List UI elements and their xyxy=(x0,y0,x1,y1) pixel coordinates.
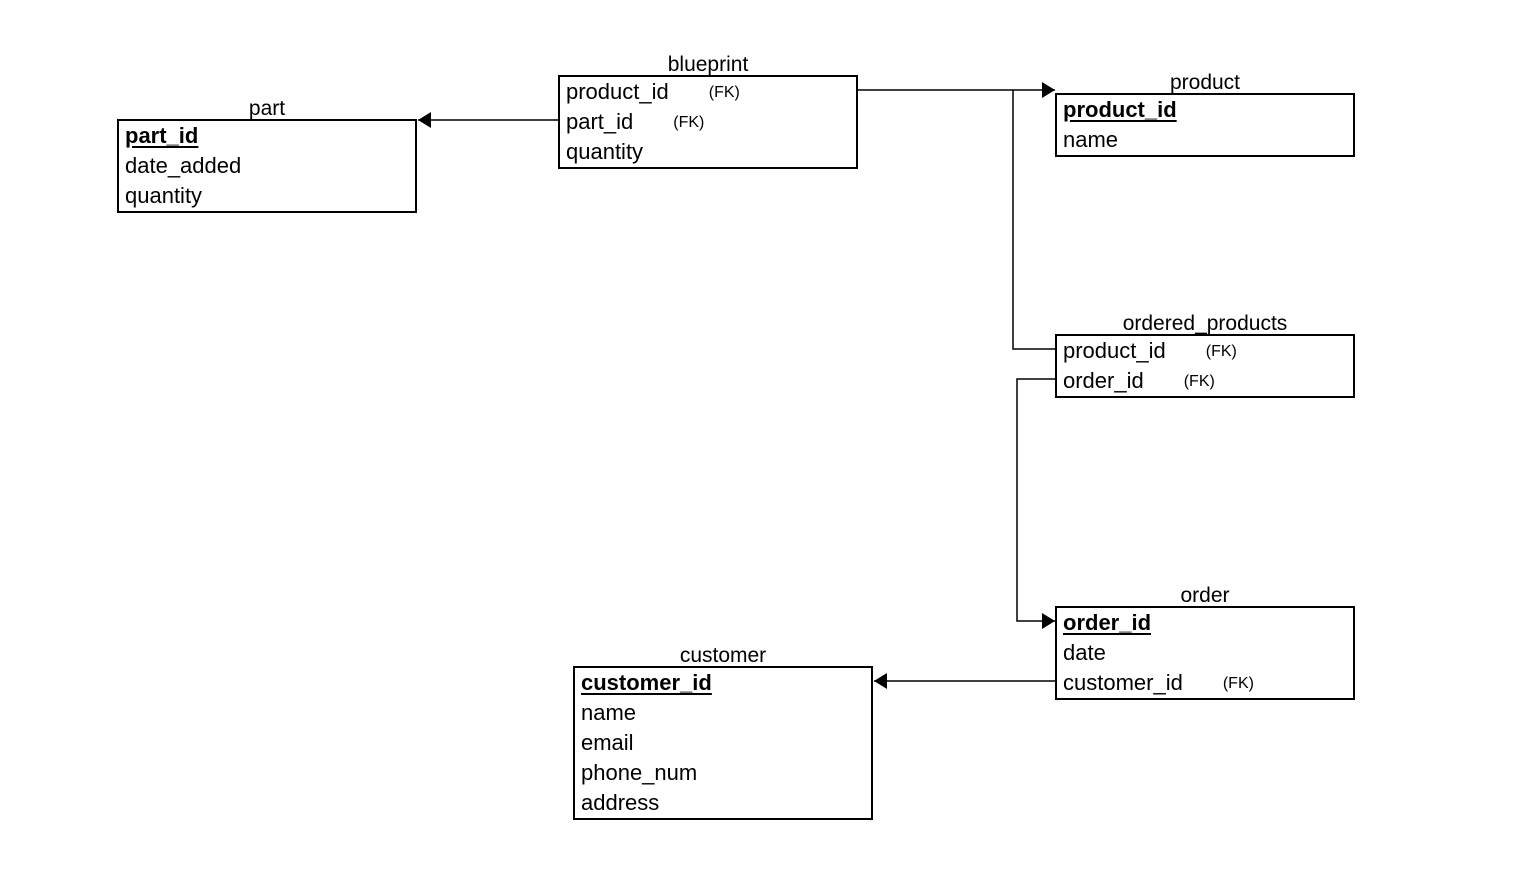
field-name: address xyxy=(581,790,660,815)
table-title-product: product xyxy=(1169,71,1241,94)
field-row-order-date: date xyxy=(1057,638,1353,668)
field-name: part_id xyxy=(566,109,634,134)
field-name: product_id xyxy=(1063,97,1177,122)
field-name: part_id xyxy=(125,123,199,148)
field-row-customer-name: name xyxy=(575,698,871,728)
foreign-key-tag: (FK) xyxy=(1205,343,1237,360)
foreign-key-tag: (FK) xyxy=(673,114,705,131)
table-title-customer: customer xyxy=(679,644,767,667)
field-row-ordered_products-product_id: product_id (FK) xyxy=(1057,336,1353,366)
table-ordered_products[interactable]: ordered_products product_id (FK) order_id (F… xyxy=(1055,313,1355,398)
field-name: name xyxy=(1063,127,1119,152)
field-name: date_added xyxy=(125,153,242,178)
relationship-ordered_products-order[interactable] xyxy=(1016,378,1055,629)
field-row-blueprint-product_id: product_id (FK) xyxy=(560,77,856,107)
field-row-blueprint-part_id: part_id (FK) xyxy=(560,107,856,137)
field-name: product_id xyxy=(1063,338,1166,363)
field-row-part-quantity: quantity xyxy=(119,181,415,211)
relationship-ordered_products-product[interactable] xyxy=(1012,90,1055,350)
table-part[interactable]: part part_id date_added quantity xyxy=(117,98,417,213)
table-title-ordered_products: ordered_products xyxy=(1122,312,1288,335)
field-name: email xyxy=(581,730,634,755)
field-row-ordered_products-order_id: order_id (FK) xyxy=(1057,366,1353,396)
field-name: customer_id xyxy=(1063,670,1183,695)
field-name: customer_id xyxy=(581,670,712,695)
field-name: quantity xyxy=(125,183,203,208)
table-title-order: order xyxy=(1180,584,1230,607)
field-row-customer-address: address xyxy=(575,788,871,818)
field-name: product_id xyxy=(566,79,669,104)
field-row-customer-customer_id: customer_id xyxy=(575,668,871,698)
field-row-product-name: name xyxy=(1057,125,1353,155)
field-row-customer-email: email xyxy=(575,728,871,758)
field-name: quantity xyxy=(566,139,644,164)
table-title-blueprint: blueprint xyxy=(667,53,749,76)
field-row-product-product_id: product_id xyxy=(1057,95,1353,125)
field-name: name xyxy=(581,700,637,725)
field-row-order-order_id: order_id xyxy=(1057,608,1353,638)
field-row-blueprint-quantity: quantity xyxy=(560,137,856,167)
foreign-key-tag: (FK) xyxy=(1222,675,1254,692)
field-row-order-customer_id: customer_id (FK) xyxy=(1057,668,1353,698)
field-name: order_id xyxy=(1063,610,1152,635)
field-row-part-date_added: date_added xyxy=(119,151,415,181)
table-title-part: part xyxy=(248,97,286,120)
field-name: order_id xyxy=(1063,368,1144,393)
field-name: phone_num xyxy=(581,760,698,785)
field-name: date xyxy=(1063,640,1106,665)
field-row-part-part_id: part_id xyxy=(119,121,415,151)
foreign-key-tag: (FK) xyxy=(1183,373,1215,390)
foreign-key-tag: (FK) xyxy=(708,84,740,101)
field-row-customer-phone_num: phone_num xyxy=(575,758,871,788)
